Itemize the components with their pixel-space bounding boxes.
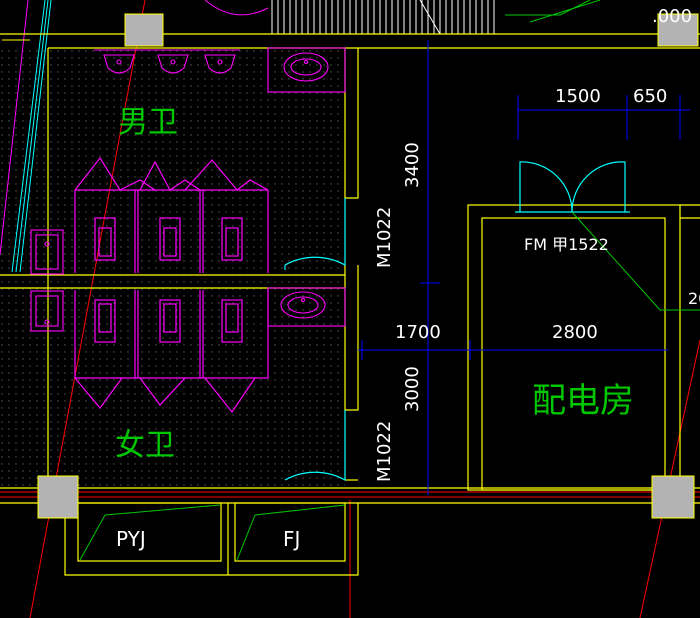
dim-650: 650 bbox=[633, 86, 667, 107]
mop-sinks bbox=[30, 229, 64, 332]
label-distribution-room: 配电房 bbox=[532, 381, 634, 421]
male-stalls bbox=[74, 156, 269, 273]
label-room-fj: FJ bbox=[283, 527, 300, 551]
dim-1500: 1500 bbox=[555, 86, 601, 107]
dim-3000: 3000 bbox=[402, 366, 423, 412]
dim-2800: 2800 bbox=[552, 322, 598, 343]
label-door-lower: M1022 bbox=[374, 421, 395, 482]
label-women-toilet: 女卫 bbox=[115, 428, 175, 463]
walls bbox=[0, 33, 700, 576]
dimension-lines bbox=[358, 40, 690, 495]
female-stalls bbox=[74, 290, 269, 414]
urinals bbox=[94, 49, 240, 74]
columns bbox=[37, 13, 699, 519]
label-edge-partial: 20 bbox=[688, 289, 700, 308]
left-diagonal-lines bbox=[0, 0, 52, 273]
wash-basins bbox=[267, 47, 346, 327]
label-men-toilet: 男卫 bbox=[118, 105, 178, 140]
stair-treads bbox=[271, 0, 495, 34]
fire-door-leader bbox=[571, 211, 661, 311]
dim-3400: 3400 bbox=[402, 142, 423, 188]
label-room-pyj: PYJ bbox=[116, 527, 146, 551]
dim-1700: 1700 bbox=[395, 322, 441, 343]
label-fire-door: FM 甲1522 bbox=[524, 235, 609, 254]
label-door-upper: M1022 bbox=[374, 207, 395, 268]
shaft-diagonals bbox=[79, 504, 346, 561]
label-top-right: .000 bbox=[652, 6, 692, 27]
top-arcs bbox=[204, 0, 601, 35]
